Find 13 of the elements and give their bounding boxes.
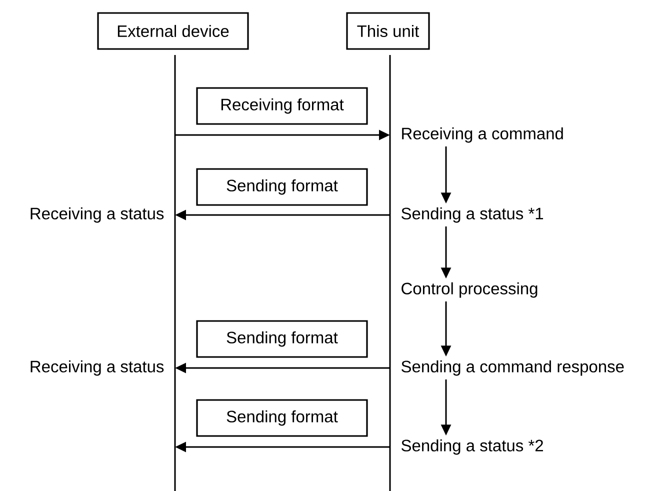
format-box: Sending format: [196, 320, 368, 358]
step-text: Control processing: [402, 282, 538, 298]
step-text: Sending a status *2: [402, 439, 543, 455]
step-text: Sending a command response: [402, 360, 624, 376]
format-box: Sending format: [196, 399, 368, 437]
step-text: Receiving a command: [402, 127, 563, 143]
lifeline-header-box: External device: [97, 12, 249, 50]
step-text: Sending a status *1: [402, 207, 544, 223]
lifeline-header-box: This unit: [346, 12, 430, 50]
format-box: Sending format: [196, 168, 368, 206]
step-text: Receiving a status: [30, 207, 164, 223]
step-text: Receiving a status: [30, 360, 164, 376]
format-box: Receiving format: [196, 87, 368, 125]
